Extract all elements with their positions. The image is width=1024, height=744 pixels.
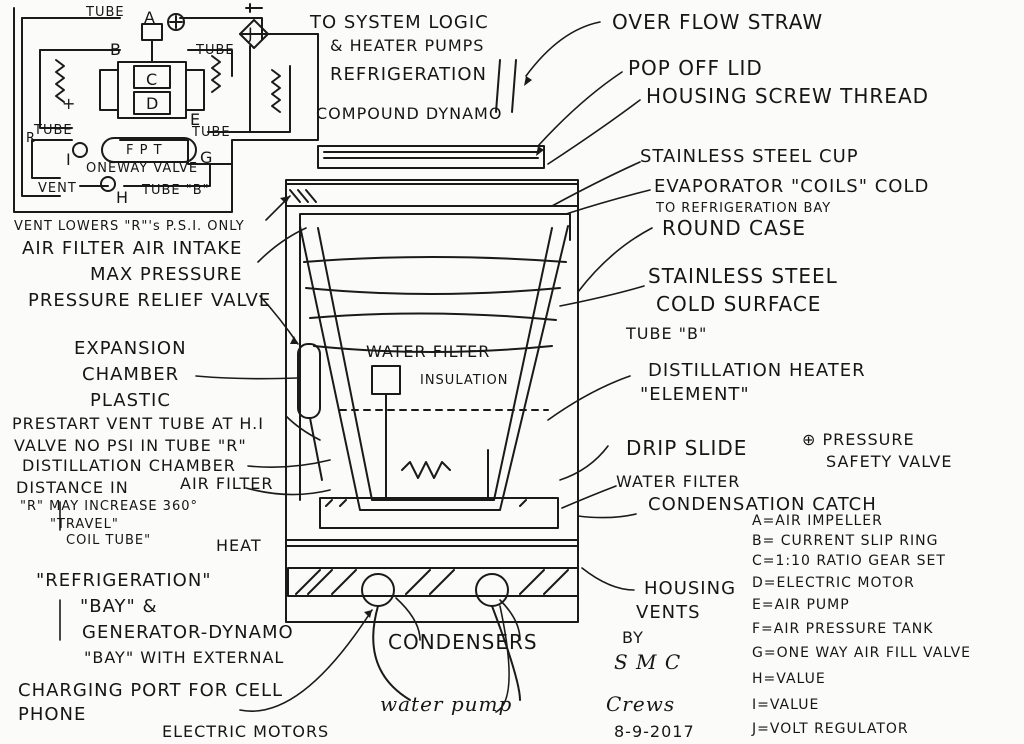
r-may-increase-label: "R" MAY INCREASE 360° xyxy=(20,499,198,514)
schematic-tube-label: TUBE xyxy=(86,5,125,20)
cold-surface-label: COLD SURFACE xyxy=(656,292,822,316)
component-e: E xyxy=(190,110,202,129)
heat-label: HEAT xyxy=(216,536,262,555)
signature-date: 8-9-2017 xyxy=(614,722,695,741)
component-f-tank: F P T xyxy=(126,143,163,158)
condensers-label: CONDENSERS xyxy=(388,630,538,654)
travel-label: "TRAVEL" xyxy=(50,517,119,532)
element-label: "ELEMENT" xyxy=(640,384,750,405)
legend-e: E=AIR PUMP xyxy=(752,597,850,613)
condensation-catch-label: CONDENSATION CATCH xyxy=(648,494,877,515)
distance-in-label: DISTANCE IN xyxy=(16,478,129,497)
schematic-tube-b: TUBE "B" xyxy=(142,183,210,198)
vent-label: VENT xyxy=(38,181,77,196)
component-a: A xyxy=(144,8,156,27)
legend-i: I=VALUE xyxy=(752,697,820,713)
legend-b: B= CURRENT SLIP RING xyxy=(752,533,939,549)
component-g: G xyxy=(200,148,214,167)
tube-b-label: TUBE "B" xyxy=(626,324,708,343)
legend-j: J=VOLT REGULATOR xyxy=(752,721,909,737)
water-pump-label: water pump xyxy=(380,692,513,716)
water-filter-inner-label: WATER FILTER xyxy=(366,342,491,361)
component-c: C xyxy=(146,70,159,89)
overflow-straw-label: OVER FLOW STRAW xyxy=(612,10,824,34)
safety-valve-label: SAFETY VALVE xyxy=(826,452,953,471)
legend-d: D=ELECTRIC MOTOR xyxy=(752,575,915,591)
bay-amp-label: "BAY" & xyxy=(80,596,158,617)
generator-dynamo-label: GENERATOR-DYNAMO xyxy=(82,622,294,643)
max-pressure-label: MAX PRESSURE xyxy=(90,264,243,285)
arrowheads xyxy=(280,76,544,618)
evaporator-coils-label: EVAPORATOR "COILS" COLD xyxy=(654,176,930,197)
by-label: BY xyxy=(622,628,644,647)
distillation-chamber-label: DISTILLATION CHAMBER xyxy=(22,456,236,475)
legend-c: C=1:10 RATIO GEAR SET xyxy=(752,553,946,569)
component-h: H xyxy=(116,188,130,207)
electric-motors-label: ELECTRIC MOTORS xyxy=(162,722,330,741)
component-j: J xyxy=(248,24,254,43)
refrigeration-left-label: "REFRIGERATION" xyxy=(36,570,212,591)
stainless-steel-cup-label: STAINLESS STEEL CUP xyxy=(640,146,859,167)
insulation-label: INSULATION xyxy=(420,373,509,388)
legend-g: G=ONE WAY AIR FILL VALVE xyxy=(752,645,971,661)
pop-off-lid-label: POP OFF LID xyxy=(628,56,763,80)
schematic-tube-right: TUBE xyxy=(196,43,235,58)
compound-dynamo: COMPOUND DYNAMO xyxy=(316,104,503,123)
coil-tube-label: COIL TUBE" xyxy=(66,533,152,548)
pressure-label: ⊕ PRESSURE xyxy=(802,430,915,449)
housing-label: HOUSING xyxy=(644,578,737,599)
stainless-steel-label: STAINLESS STEEL xyxy=(648,264,838,288)
schematic-tube-lower: TUBE xyxy=(192,125,231,140)
component-d: D xyxy=(146,94,160,113)
air-filter-air-intake-label: AIR FILTER AIR INTAKE xyxy=(22,238,243,259)
component-i: I xyxy=(66,150,72,169)
expansion-label: EXPANSION xyxy=(74,338,187,359)
housing-screw-thread-label: HOUSING SCREW THREAD xyxy=(646,84,930,108)
phone-label: PHONE xyxy=(18,704,87,725)
legend-f: F=AIR PRESSURE TANK xyxy=(752,621,934,637)
r-label: R xyxy=(26,131,37,146)
schematic-tube-left: TUBE xyxy=(34,123,73,138)
component-b: B xyxy=(110,40,122,59)
valve-no-psi-label: VALVE NO PSI IN TUBE "R" xyxy=(14,436,247,455)
apparatus xyxy=(285,59,579,701)
air-filter-left-label: AIR FILTER xyxy=(180,474,274,493)
prestart-vent-label: PRESTART VENT TUBE AT H.I xyxy=(12,414,264,433)
distillation-heater-label: DISTILLATION HEATER xyxy=(648,360,866,381)
plus-sign: + xyxy=(62,94,77,113)
legend-h: H=VALUE xyxy=(752,671,826,687)
to-system-logic: TO SYSTEM LOGIC xyxy=(310,12,489,33)
bay-external-label: "BAY" WITH EXTERNAL xyxy=(84,648,285,667)
vent-lowers-label: VENT LOWERS "R"'s P.S.I. ONLY xyxy=(14,219,245,234)
chamber-label: CHAMBER xyxy=(82,364,180,385)
drip-slide-label: DRIP SLIDE xyxy=(626,436,748,460)
plastic-label: PLASTIC xyxy=(90,390,171,411)
signature-name: Crews xyxy=(606,692,676,716)
legend-a: A=AIR IMPELLER xyxy=(752,513,883,529)
signature-initials: S M C xyxy=(614,650,682,674)
leader-lines xyxy=(59,21,653,713)
refrigeration-note: REFRIGERATION xyxy=(330,64,487,85)
round-case-label: ROUND CASE xyxy=(662,216,806,240)
to-refrigeration-bay-label: TO REFRIGERATION BAY xyxy=(656,201,832,216)
water-filter-right-label: WATER FILTER xyxy=(616,472,741,491)
vents-label: VENTS xyxy=(636,602,701,623)
schematic-wiring xyxy=(13,3,319,213)
heater-pumps: & HEATER PUMPS xyxy=(330,36,485,55)
one-way-valve-label: ONEWAY VALVE xyxy=(86,161,199,176)
pressure-relief-valve-label: PRESSURE RELIEF VALVE xyxy=(28,290,272,311)
charging-port-label: CHARGING PORT FOR CELL xyxy=(18,680,283,701)
